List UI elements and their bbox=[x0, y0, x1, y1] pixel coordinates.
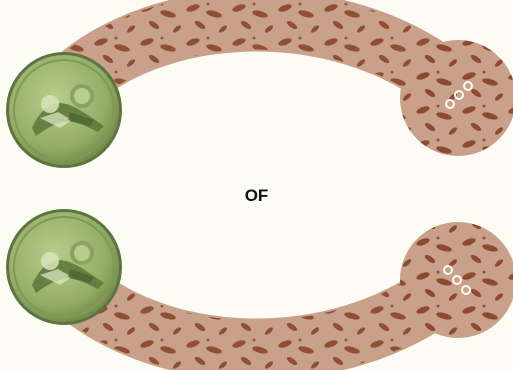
option-top[interactable] bbox=[0, 0, 513, 170]
green-coin-icon bbox=[6, 209, 122, 325]
option-top-graphic bbox=[0, 0, 513, 170]
option-bottom-graphic bbox=[0, 200, 513, 370]
patterned-circle-icon bbox=[400, 222, 513, 338]
green-coin-icon bbox=[6, 52, 122, 168]
option-bottom[interactable] bbox=[0, 200, 513, 370]
patterned-circle-icon bbox=[400, 40, 513, 156]
